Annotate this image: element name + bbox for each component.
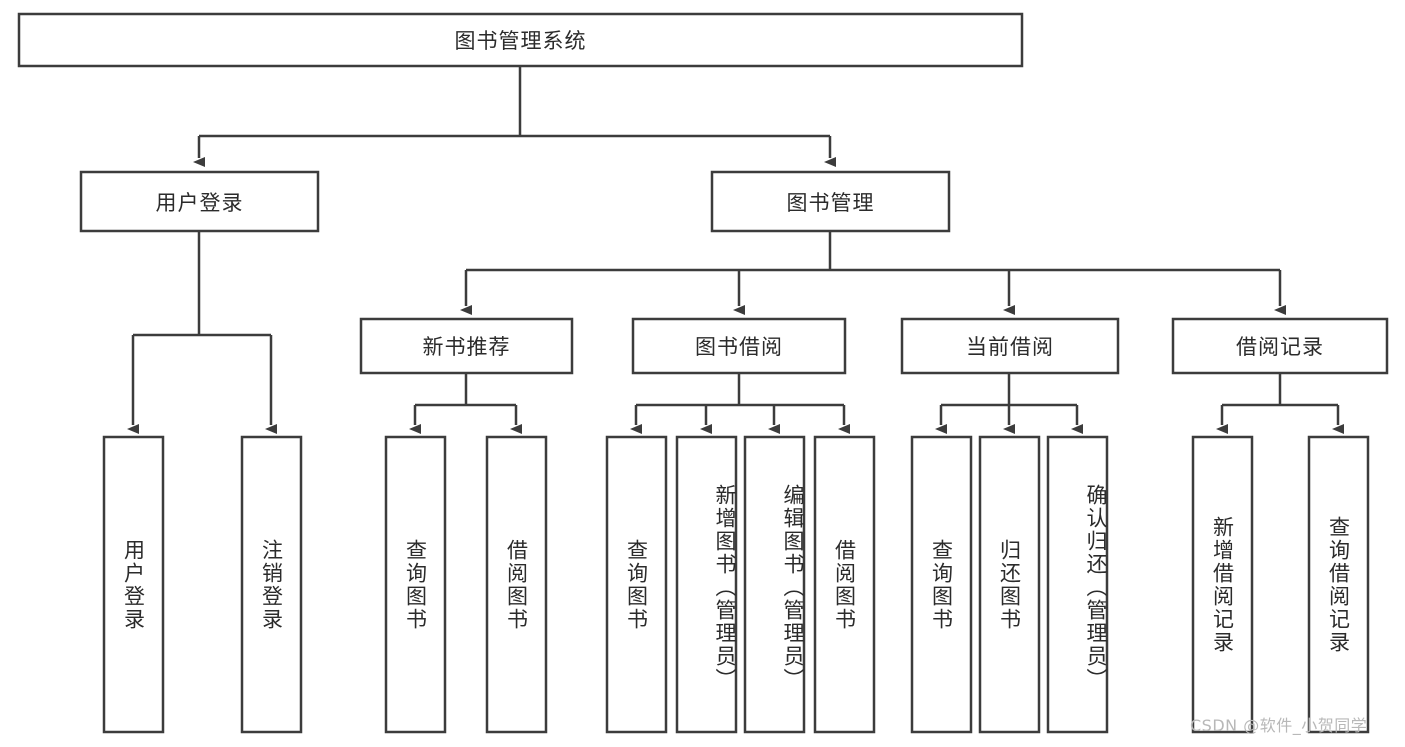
node-leaf-query-book-3[interactable] xyxy=(910,435,973,734)
node-borrow-record[interactable] xyxy=(1171,317,1389,375)
node-new-book-recommend[interactable] xyxy=(359,317,574,375)
node-book-borrow[interactable] xyxy=(631,317,847,375)
node-leaf-edit-book[interactable] xyxy=(743,435,806,734)
node-leaf-return-book[interactable] xyxy=(978,435,1041,734)
node-leaf-add-record[interactable] xyxy=(1191,435,1254,734)
node-root[interactable] xyxy=(17,12,1024,68)
node-leaf-query-record[interactable] xyxy=(1307,435,1370,734)
node-leaf-borrow-book-2[interactable] xyxy=(813,435,876,734)
node-leaf-query-book-2[interactable] xyxy=(605,435,668,734)
node-leaf-logout-login[interactable] xyxy=(240,435,303,734)
node-user-login[interactable] xyxy=(79,170,320,233)
node-leaf-add-book[interactable] xyxy=(675,435,738,734)
node-leaf-user-login[interactable] xyxy=(102,435,165,734)
node-leaf-query-book-1[interactable] xyxy=(384,435,447,734)
node-leaf-confirm-return[interactable] xyxy=(1046,435,1109,734)
node-book-manage[interactable] xyxy=(710,170,951,233)
node-current-borrow[interactable] xyxy=(900,317,1120,375)
node-leaf-borrow-book-1[interactable] xyxy=(485,435,548,734)
